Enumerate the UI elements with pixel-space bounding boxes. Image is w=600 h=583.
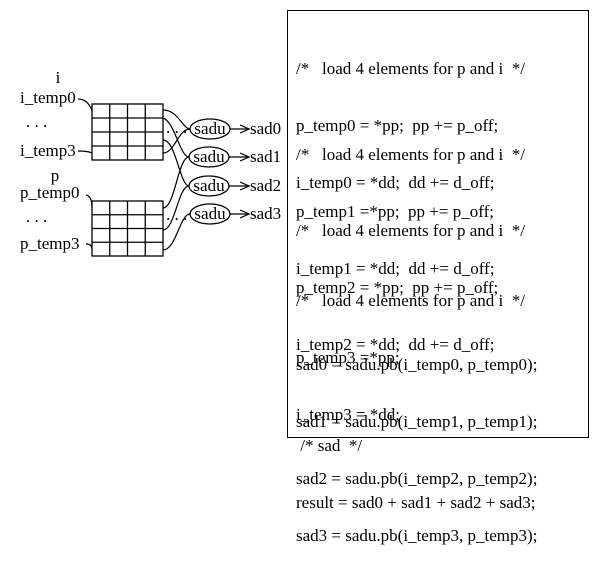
row-dots-p: . . . <box>166 205 187 224</box>
code-line: /* load 4 elements for p and i */ <box>296 59 525 78</box>
output-arrows <box>229 129 249 214</box>
code-block-load-1: /* load 4 elements for p and i */ p_temp… <box>296 107 525 316</box>
grid-to-sadu-curves <box>162 109 191 251</box>
code-line: p_temp3 =*pp; <box>296 348 400 367</box>
code-line: sad1 = sadu.pb(i_temp1, p_temp1); <box>296 412 538 431</box>
code-line: /* load 4 elements for p and i */ <box>296 145 525 164</box>
code-line: p_temp0 = *pp; pp += p_off; <box>296 116 499 135</box>
code-line: i_temp3 = *dd; <box>296 405 401 424</box>
code-block-load-2: /* load 4 elements for p and i */ p_temp… <box>296 183 525 392</box>
output-sad2: sad2 <box>250 176 281 195</box>
code-line: p_temp1 =*pp; pp += p_off; <box>296 202 494 221</box>
code-line: i_temp2 = *dd; dd += d_off; <box>296 335 495 354</box>
code-line: p_temp2 = *pp; pp += p_off; <box>296 278 499 297</box>
grid-i <box>91 103 164 161</box>
code-line: /* load 4 elements for p and i */ <box>296 291 525 310</box>
output-sad0: sad0 <box>250 119 281 138</box>
output-sad3: sad3 <box>250 204 281 223</box>
group-i-label: i <box>56 68 61 87</box>
code-block-load-3: /* load 4 elements for p and i */ p_temp… <box>296 253 525 462</box>
sadu-label-2: sadu <box>193 176 225 195</box>
code-line: result = sad0 + sad1 + sad2 + sad3; <box>296 493 536 512</box>
code-line: i_temp0 = *dd; dd += d_off; <box>296 173 495 192</box>
i-temp0-label: i_temp0 <box>20 88 76 107</box>
code-line: sad0 = sadu.pb(i_temp0, p_temp0); <box>296 355 538 374</box>
output-sad1: sad1 <box>250 147 281 166</box>
p-dots-label: . . . <box>26 207 47 226</box>
group-p-label: p <box>51 166 60 185</box>
grid-p <box>91 200 164 257</box>
label-leaders <box>77 98 93 250</box>
code-block-load-0: /* load 4 elements for p and i */ p_temp… <box>296 21 525 230</box>
code-line: /* load 4 elements for p and i */ <box>296 221 525 240</box>
p-temp3-label: p_temp3 <box>20 234 80 253</box>
code-block-result: /* sad */ result = sad0 + sad1 + sad2 + … <box>296 398 536 550</box>
diagram: i i_temp0 . . . i_temp3 p p_temp0 . . . … <box>20 10 589 545</box>
i-dots-label: . . . <box>26 112 47 131</box>
sadu-label-1: sadu <box>193 147 225 166</box>
code-listing: /* load 4 elements for p and i */ p_temp… <box>287 10 589 545</box>
p-temp0-label: p_temp0 <box>20 183 80 202</box>
sadu-label-0: sadu <box>194 119 226 138</box>
i-temp3-label: i_temp3 <box>20 141 76 160</box>
dataflow-diagram: i i_temp0 . . . i_temp3 p p_temp0 . . . … <box>20 68 281 257</box>
sadu-label-3: sadu <box>194 204 226 223</box>
code-line: i_temp1 = *dd; dd += d_off; <box>296 259 495 278</box>
code-line: /* sad */ <box>296 436 363 455</box>
row-dots-i: . . . <box>166 118 187 137</box>
